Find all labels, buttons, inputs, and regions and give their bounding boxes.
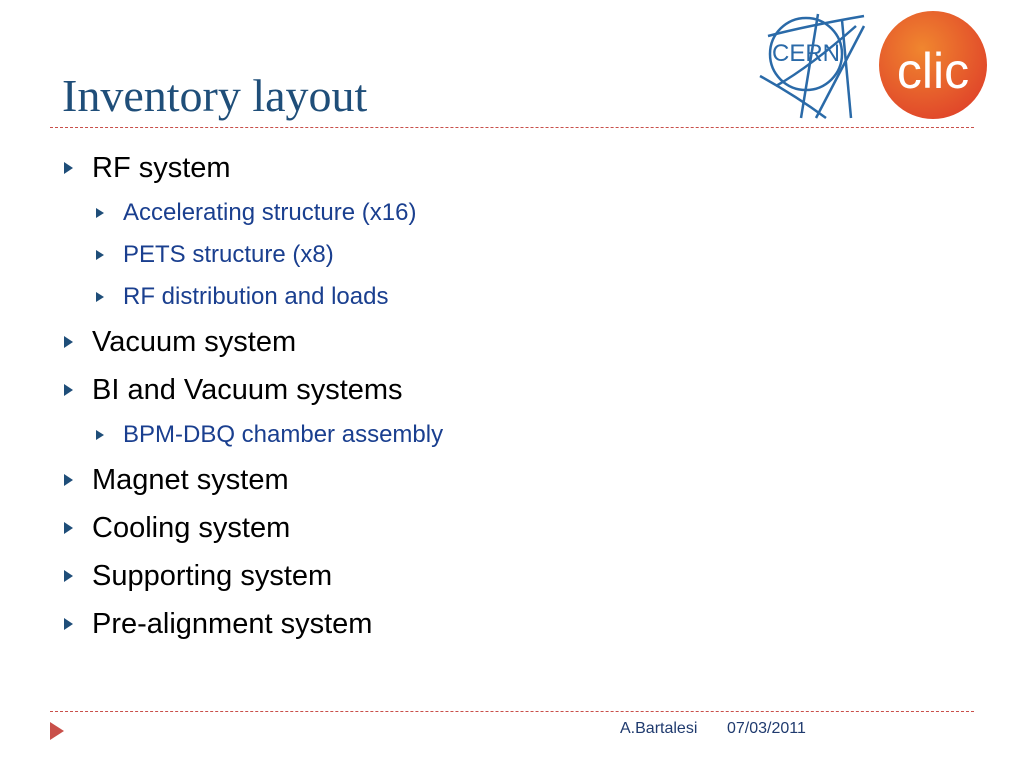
bullet-arrow-icon [64, 384, 73, 396]
sub-bullet-text: BPM-DBQ chamber assembly [123, 421, 444, 448]
sub-bullet-item: PETS structure (x8) [62, 238, 942, 272]
sub-bullet-item: Accelerating structure (x16) [62, 196, 942, 230]
footer-divider [50, 711, 974, 712]
bullet-text: Magnet system [92, 464, 289, 496]
bullet-arrow-icon [96, 250, 104, 260]
bullet-arrow-icon [64, 336, 73, 348]
bullet-arrow-icon [96, 430, 104, 440]
sub-bullet-text: RF distribution and loads [123, 283, 389, 310]
bullet-arrow-icon [64, 570, 73, 582]
cern-logo: CERN [759, 13, 866, 120]
title-divider [50, 127, 974, 128]
footer-author: A.Bartalesi [620, 720, 698, 737]
footer-date: 07/03/2011 [727, 720, 806, 737]
bullet-item: Supporting system [62, 556, 942, 596]
cern-logo-text: CERN [772, 40, 840, 67]
bullet-text: Vacuum system [92, 326, 297, 358]
clic-logo: clic [879, 11, 987, 119]
bullet-text: Cooling system [92, 512, 291, 544]
bullet-arrow-icon [96, 208, 104, 218]
bullet-item: BI and Vacuum systems [62, 370, 942, 410]
clic-logo-text: clic [897, 43, 969, 99]
bullet-arrow-icon [96, 292, 104, 302]
bullet-text: Supporting system [92, 560, 333, 592]
bullet-text: Pre-alignment system [92, 608, 373, 640]
bullet-arrow-icon [64, 474, 73, 486]
bullet-text: BI and Vacuum systems [92, 374, 403, 406]
bullet-item: RF system [62, 148, 942, 188]
bullet-item: Magnet system [62, 460, 942, 500]
bullet-item: Cooling system [62, 508, 942, 548]
bullet-list: RF system Accelerating structure (x16) P… [62, 140, 942, 644]
bullet-item: Vacuum system [62, 322, 942, 362]
bullet-item: Pre-alignment system [62, 604, 942, 644]
bullet-arrow-icon [64, 162, 73, 174]
bullet-text: RF system [92, 152, 231, 184]
sub-bullet-text: Accelerating structure (x16) [123, 199, 417, 226]
bullet-arrow-icon [64, 522, 73, 534]
footer-arrow-icon [50, 722, 64, 740]
slide-title: Inventory layout [62, 70, 368, 121]
bullet-arrow-icon [64, 618, 73, 630]
sub-bullet-text: PETS structure (x8) [123, 241, 334, 268]
sub-bullet-item: RF distribution and loads [62, 280, 942, 314]
sub-bullet-item: BPM-DBQ chamber assembly [62, 418, 942, 452]
